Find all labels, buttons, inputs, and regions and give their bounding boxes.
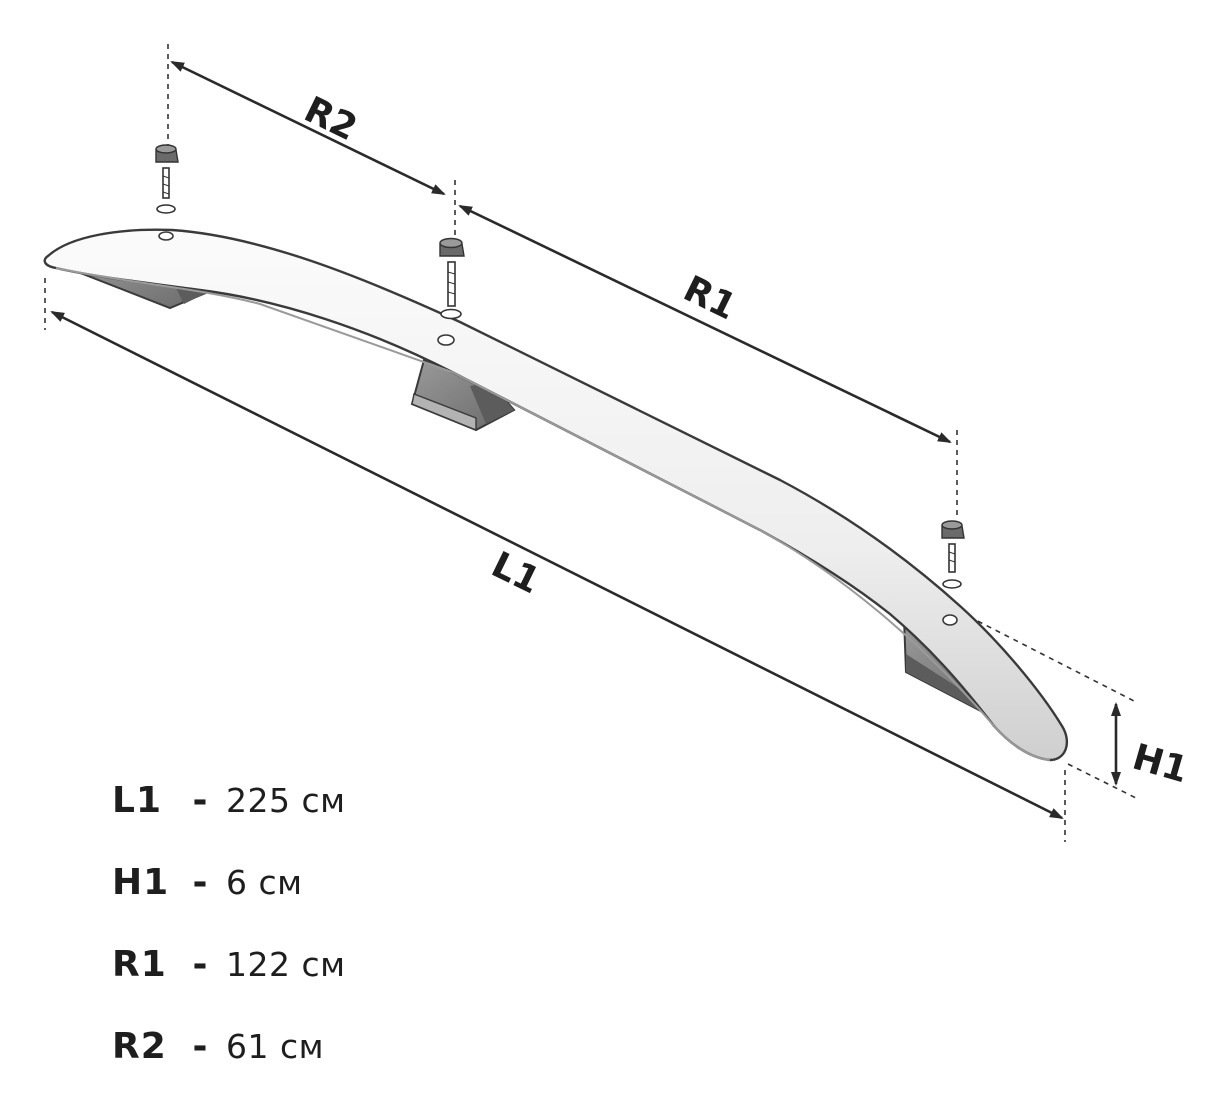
spec-separator: - — [192, 944, 208, 985]
spec-separator: - — [192, 862, 208, 903]
mount-hole-middle — [437, 334, 455, 346]
bolt-left-icon — [155, 144, 179, 214]
r1-label: R1 — [677, 268, 742, 328]
mount-hole-left — [158, 231, 174, 241]
rail-foot-middle — [410, 358, 516, 432]
spec-row-r2: R2 - 61 см — [112, 1026, 346, 1108]
spec-value: 61 см — [226, 1027, 325, 1066]
spec-key: L1 — [112, 780, 162, 821]
mount-hole-right — [942, 614, 958, 626]
h1-label: H1 — [1128, 737, 1192, 792]
roof-rail-diagram: R2 R1 L1 H1 — [43, 44, 1192, 842]
spec-separator: - — [192, 1026, 208, 1067]
r2-label: R2 — [298, 89, 363, 149]
dimension-lines — [50, 60, 1121, 820]
spec-value: 225 см — [226, 781, 346, 820]
bolt-right-icon — [941, 520, 965, 589]
spec-key: R1 — [112, 944, 167, 985]
l1-label: L1 — [485, 544, 546, 602]
spec-key: R2 — [112, 1026, 167, 1067]
l1-dimension-line — [50, 310, 1064, 820]
r2-dimension-line — [170, 60, 446, 196]
bolt-middle-icon — [439, 237, 465, 320]
spec-key: H1 — [112, 862, 170, 903]
spec-row-r1: R1 - 122 см — [112, 944, 346, 1026]
spec-value: 6 см — [226, 863, 303, 902]
spec-row-h1: H1 - 6 см — [112, 862, 346, 944]
spec-list: L1 - 225 см H1 - 6 см R1 - 122 см R2 - 6… — [112, 780, 346, 1108]
spec-value: 122 см — [226, 945, 346, 984]
spec-separator: - — [192, 780, 208, 821]
roof-rail-bar — [43, 228, 1069, 762]
spec-row-l1: L1 - 225 см — [112, 780, 346, 862]
